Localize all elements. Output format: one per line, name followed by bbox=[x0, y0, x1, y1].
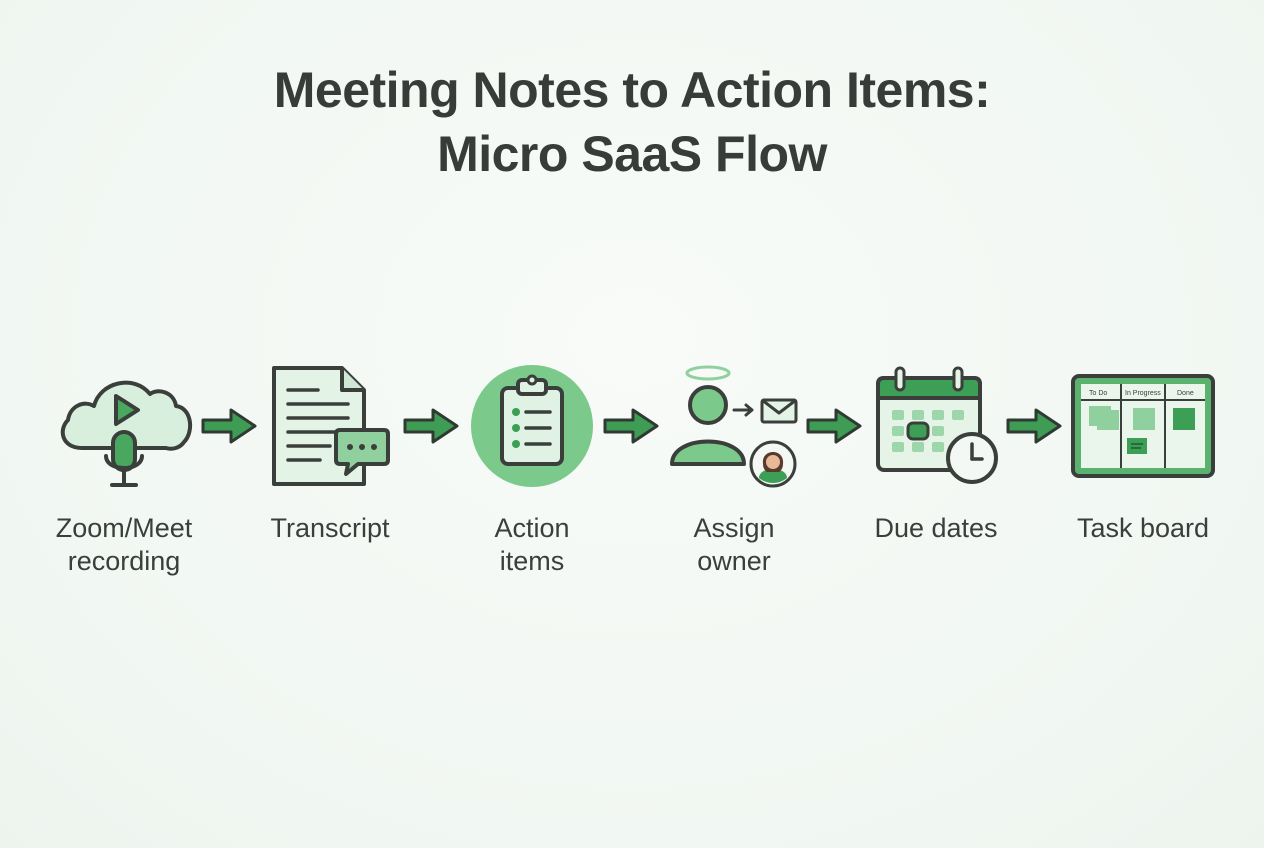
step-label: Action items bbox=[494, 513, 570, 576]
cloud-recording-icon bbox=[34, 360, 214, 500]
step-label: Transcript bbox=[270, 513, 390, 543]
arrow-right-icon bbox=[603, 408, 659, 444]
column-todo: To Do bbox=[1089, 390, 1107, 397]
arrow-right-icon bbox=[201, 408, 257, 444]
column-in-progress: In Progress bbox=[1125, 390, 1161, 397]
arrow-right-icon bbox=[403, 408, 459, 444]
arrow-right-icon bbox=[806, 408, 862, 444]
diagram-title: Meeting Notes to Action Items: Micro Saa… bbox=[0, 58, 1264, 186]
calendar-clock-icon bbox=[846, 360, 1026, 500]
title-line-1: Meeting Notes to Action Items: bbox=[273, 62, 991, 118]
kanban-board-icon: To Do In Progress Done bbox=[1053, 360, 1233, 500]
title-line-2: Micro SaaS Flow bbox=[437, 126, 827, 182]
clipboard-checklist-icon bbox=[442, 360, 622, 500]
column-done: Done bbox=[1177, 390, 1194, 397]
step-label: Due dates bbox=[874, 513, 998, 543]
step-label: Task board bbox=[1076, 513, 1210, 543]
assign-owner-icon bbox=[644, 360, 824, 500]
step-label: Zoom/Meet recording bbox=[55, 513, 193, 576]
arrow-right-icon bbox=[1006, 408, 1062, 444]
transcript-document-icon bbox=[240, 360, 420, 500]
step-label: Assign owner bbox=[693, 513, 775, 576]
